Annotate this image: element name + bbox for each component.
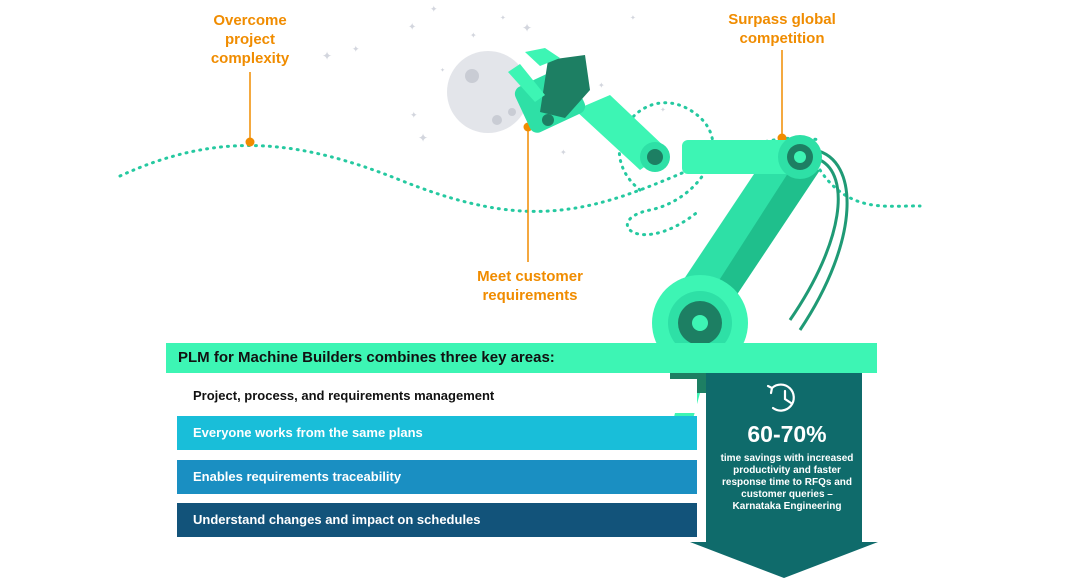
svg-text:✦: ✦ — [598, 81, 605, 90]
history-clock-icon — [766, 383, 795, 412]
stat-caption: time savings with increased productivity… — [712, 453, 862, 513]
callout-line: Meet customer — [477, 268, 583, 285]
callout-line: competition — [739, 30, 825, 47]
svg-text:✦: ✦ — [470, 31, 477, 40]
svg-text:✦: ✦ — [322, 49, 332, 63]
svg-text:✦: ✦ — [560, 148, 567, 157]
stat-caption-line: Karnataka Engineering — [732, 501, 842, 512]
stat-caption-line: time savings with increased — [720, 453, 854, 464]
callout-line: Overcome — [213, 12, 287, 29]
headline-bar: PLM for Machine Builders combines three … — [166, 343, 877, 373]
stat-caption-line: response time to RFQs and — [721, 477, 853, 488]
stat-panel: 60-70% time savings with increased produ… — [712, 420, 862, 513]
stat-arrow — [690, 373, 878, 578]
callout-line: complexity — [210, 50, 290, 67]
area-row: Everyone works from the same plans — [177, 416, 697, 450]
svg-text:✦: ✦ — [408, 22, 416, 33]
headline-text: PLM for Machine Builders combines three … — [178, 349, 555, 366]
stat-value: 60-70% — [747, 421, 827, 447]
moon-icon — [447, 51, 529, 133]
svg-text:✦: ✦ — [630, 14, 636, 22]
stat-caption-line: productivity and faster — [733, 465, 841, 476]
svg-text:✦: ✦ — [660, 106, 666, 114]
area-row: Project, process, and requirements manag… — [177, 379, 697, 413]
svg-text:✦: ✦ — [522, 21, 532, 35]
robot-arm-icon — [508, 48, 849, 371]
callout-overcome-complexity: Overcome project complexity — [190, 11, 310, 68]
callout-meet-requirements: Meet customer requirements — [460, 267, 600, 305]
callout-line: requirements — [482, 287, 578, 304]
svg-text:✦: ✦ — [352, 44, 360, 54]
stars-decoration: ✦ ✦ ✦ ✦ ✦ ✦ ✦ ✦ ✦ ✦ ✦ ✦ ✦ ✦ — [322, 4, 666, 157]
svg-text:✦: ✦ — [410, 110, 418, 120]
svg-text:✦: ✦ — [500, 14, 506, 22]
svg-text:✦: ✦ — [430, 4, 438, 14]
svg-text:✦: ✦ — [418, 131, 428, 145]
dotted-tail — [818, 168, 922, 208]
callout-line: project — [224, 31, 275, 48]
area-row: Enables requirements traceability — [177, 460, 697, 494]
callout-line: Surpass global — [728, 11, 836, 28]
svg-text:✦: ✦ — [440, 67, 445, 74]
callout-surpass-competition: Surpass global competition — [712, 10, 852, 48]
area-row: Understand changes and impact on schedul… — [177, 503, 697, 537]
stat-caption-line: customer queries – — [741, 489, 833, 500]
